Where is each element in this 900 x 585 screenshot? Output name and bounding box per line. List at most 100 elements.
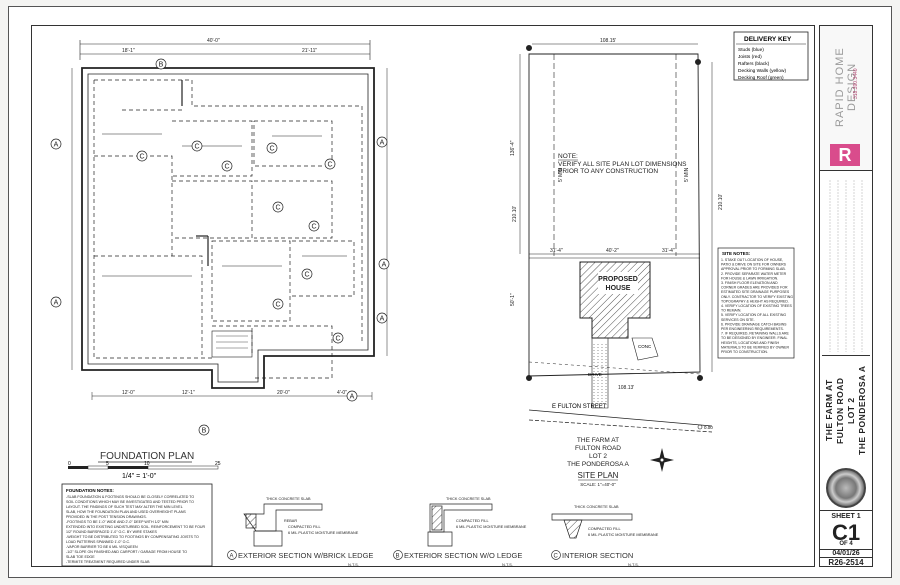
grid-marker-a-right2: A [378,258,390,270]
sheet-of: OF 4 [839,541,853,547]
svg-text:6 MIL PLASTIC MOISTURE MEMBRAN: 6 MIL PLASTIC MOISTURE MEMBRANE [588,533,659,537]
svg-text:10: 10 [144,461,150,467]
note-line: MATERIALS TO BE VERIFIED BY OWNER [721,345,789,349]
site-dim-top: 108.15' [600,38,616,44]
site-min-left: 5' MIN [558,167,564,182]
foundation-notes: FOUNDATION NOTES: -SLAB FOUNDATION & FOO… [61,483,213,567]
delivery-item-rafters: Rafters (black) [738,61,770,67]
svg-text:A: A [54,300,59,307]
svg-text:B: B [159,62,164,69]
svg-text:C: C [335,336,340,343]
note-line: -1/2" SLOPE ON FINISHED AND CARPORT / GA… [66,550,187,554]
note-line: 7. IF REQUIRED, RETAINING WALLS ARE [721,332,790,336]
svg-text:A: A [380,140,385,147]
svg-text:C: C [224,164,229,171]
drive-label: DRIVE [588,372,602,377]
delivery-item-joists: Joists (red) [738,54,762,60]
svg-text:FOUNDATION NOTES:: FOUNDATION NOTES: [66,488,114,493]
brand-phone: 318.390.3440 [853,68,859,100]
svg-text:5: 5 [106,461,109,467]
svg-text:EXTERIOR SECTION W/O LEDGE: EXTERIOR SECTION W/O LEDGE [404,551,522,560]
proposed-house: PROPOSED HOUSE [598,276,638,292]
note-line: ONLY. CONTRACTOR TO VERIFY EXISTING [721,295,793,299]
svg-text:6 MIL PLASTIC MOISTURE MEMBRAN: 6 MIL PLASTIC MOISTURE MEMBRANE [456,525,527,529]
note-line: HEIGHTS, LOCATIONS AND FINISH [721,341,780,345]
site-depth-lower: 50'-1" [510,293,516,306]
svg-text:C: C [139,154,144,161]
svg-text:HOUSE: HOUSE [606,285,631,292]
grid-marker-c-9: C [272,298,284,310]
svg-text:N.T.S.: N.T.S. [348,562,359,567]
section-a-detail [243,503,323,547]
note-line: SOIL CONDITIONS WHICH MAY BE INVESTIGATE… [66,500,194,504]
note-line: 1. STAKE OUT LOCATION OF HOUSE, [721,258,783,262]
grid-marker-c-4: C [324,158,336,170]
svg-text:NOTE:: NOTE: [558,153,578,160]
site-plan [519,43,713,433]
section-labels: A EXTERIOR SECTION W/BRICK LEDGE N.T.S. … [227,550,639,567]
site-min-right: 5' MIN [684,167,690,182]
note-line: -TERMITE TREATMENT REQUIRED UNDER SLAB [66,560,150,564]
note-line: -WEIGHT TO BE DISTRIBUTED TO FOOTINGS BY… [66,535,199,539]
company-seal-icon [826,468,866,508]
svg-text:LOT 2: LOT 2 [589,453,607,460]
grid-marker-c-6: C [272,201,284,213]
svg-text:N.T.S.: N.T.S. [628,562,639,567]
dim-top-overall: 40'-0" [207,38,220,44]
grid-marker-c-8: C [301,268,313,280]
svg-text:SCALE: 1"=40'-0": SCALE: 1"=40'-0" [580,482,616,487]
section-label-b: B EXTERIOR SECTION W/O LEDGE N.T.S. [393,550,522,567]
svg-text:C: C [327,162,332,169]
site-note: NOTE: VERIFY ALL SITE PLAN LOT DIMENSION… [558,153,687,175]
grid-marker-b-top: B [155,58,167,70]
svg-text:SITE PLAN: SITE PLAN [578,471,619,480]
note-line: -FOOTINGS TO BE 1'-0" WIDE AND 2'-0" DEE… [66,520,169,524]
note-line: APPROVAL PRIOR TO FORMING SLAB. [721,267,786,271]
svg-text:A: A [382,262,387,269]
note-line: TOPOGRAPHY & HEIGHT AS REQUIRED. [721,299,789,303]
site-depth-upper: 136'-4" [510,140,516,156]
svg-text:A: A [380,316,385,323]
sheet-label: SHEET 1 [820,510,872,520]
delivery-item-studs: Studs (blue) [738,47,764,53]
delivery-key: DELIVERY KEY Studs (blue) Joists (red) R… [733,31,809,81]
svg-text:C: C [269,146,274,153]
grid-marker-c-1: C [136,150,148,162]
site-dims: 108.15' 108.13' 210.10' 210.10' 136'-4" … [510,38,724,391]
note-line: PRIOR TO CONSTRUCTION. [721,350,768,354]
note-line: 6. PROVIDE DRAINAGE CATCH BASINS [721,322,787,326]
delivery-item-decking-walls: Decking Walls (yellow) [738,68,786,74]
note-line: 2. PROVIDE SEPARATE WATER METER [721,272,787,276]
dim-top-left: 18'-1" [122,48,135,54]
note-line: PATIO & DRIVE ON SITE FOR OWNERS [721,263,787,267]
svg-text:B: B [396,554,400,560]
note-line: PROVIDED IN THE POST TENSION DRAWINGS. [66,515,147,519]
svg-text:DELIVERY KEY: DELIVERY KEY [744,36,792,43]
note-line: FOR HOUSE & LAWN IRRIGATION. [721,276,778,280]
scale-bar: 0 5 10 25 1/4" = 1'-0" [68,461,221,480]
note-line: EXTENDED INTO EXISTING UNDISTURBED SOIL.… [66,525,206,529]
svg-text:B: B [202,428,207,435]
sheet-number: C1 [831,520,861,545]
svg-text:0: 0 [68,461,71,467]
dim-top-right: 21'-11" [302,48,317,54]
svg-text:PRIOR TO ANY CONSTRUCTION: PRIOR TO ANY CONSTRUCTION [558,168,658,175]
grid-marker-a-left2: A [50,296,62,308]
svg-text:1. STAKE OUT LOCATION OF HOUSE: 1. STAKE OUT LOCATION OF HOUSE,PATIO & D… [721,258,793,354]
note-line: SLAB TOE EDGE [66,555,95,559]
site-title: THE FARM AT FULTON ROAD LOT 2 THE PONDER… [567,437,629,487]
svg-text:25: 25 [215,461,221,467]
note-line: 3. FINISH FLOOR ELEVATION AND [721,281,778,285]
note-line: LOAD PATTERNS SPANNED 1'-0" O.C. [66,540,130,544]
svg-text:C: C [554,554,559,560]
grid-marker-c-10: C [332,332,344,344]
svg-text:COMPACTED FILL: COMPACTED FILL [456,519,489,523]
dim-bottom-4: 4'-0" [337,390,347,396]
note-line: -VAPOR BARRIER TO BE 6 MIL VISQUEEN [66,545,138,549]
svg-text:PROPOSED: PROPOSED [598,276,638,283]
section-callouts: THICK CONCRETE SLAB REBAR COMPACTED FILL… [266,497,659,537]
conc-label: CONC [638,344,652,349]
notes-lines [829,180,863,352]
grid-marker-a-left1: A [50,138,62,150]
svg-text:C: C [194,144,199,151]
